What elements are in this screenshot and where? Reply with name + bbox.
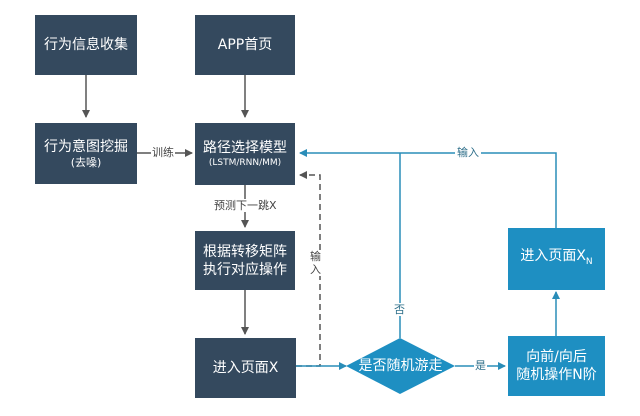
box-random-n-steps: 向前/向后 随机操作N阶 — [508, 336, 605, 396]
box-path-model-line2: (LSTM/RNN/MM) — [208, 158, 282, 168]
label-no: 否 — [394, 303, 405, 316]
box-transition-matrix: 根据转移矩阵 执行对应操作 — [195, 231, 295, 290]
box-intent-mining-line2: (去噪) — [70, 155, 102, 169]
box-path-model: 路径选择模型 (LSTM/RNN/MM) — [195, 123, 295, 185]
arrow-page-xn-to-model — [299, 149, 557, 228]
box-enter-page-xn: 进入页面XN — [508, 228, 605, 290]
box-random-n-steps-line1: 向前/向后 — [526, 349, 587, 365]
box-enter-page-x: 进入页面X — [195, 338, 296, 398]
box-intent-mining: 行为意图挖掘 (去噪) — [35, 123, 137, 184]
box-enter-page-xn-label: 进入页面XN — [520, 247, 592, 271]
box-behavior-collect: 行为信息收集 — [35, 15, 137, 75]
box-intent-mining-line1: 行为意图挖掘 — [44, 138, 128, 155]
label-input-dashed: 输入 — [310, 250, 324, 276]
label-input-top: 输入 — [455, 146, 481, 159]
label-predict-next: 预测下一跳X — [214, 199, 277, 212]
box-transition-matrix-line2: 执行对应操作 — [203, 261, 287, 278]
decision-diamond — [346, 338, 455, 394]
box-random-n-steps-line2: 随机操作N阶 — [516, 367, 597, 383]
box-path-model-line1: 路径选择模型 — [203, 140, 287, 156]
box-enter-page-xn-text: 进入页面X — [520, 248, 586, 265]
box-behavior-collect-label: 行为信息收集 — [44, 37, 128, 53]
box-app-home: APP首页 — [195, 15, 295, 75]
box-enter-page-xn-subscript: N — [585, 256, 593, 267]
box-app-home-label: APP首页 — [217, 37, 273, 53]
label-train: 训练 — [151, 146, 175, 159]
label-yes: 是 — [474, 359, 487, 372]
decision-label: 是否随机游走 — [358, 358, 443, 374]
decision-label-wrap: 是否随机游走 — [346, 356, 455, 376]
box-enter-page-x-label: 进入页面X — [212, 360, 279, 376]
box-transition-matrix-line1: 根据转移矩阵 — [203, 243, 287, 260]
